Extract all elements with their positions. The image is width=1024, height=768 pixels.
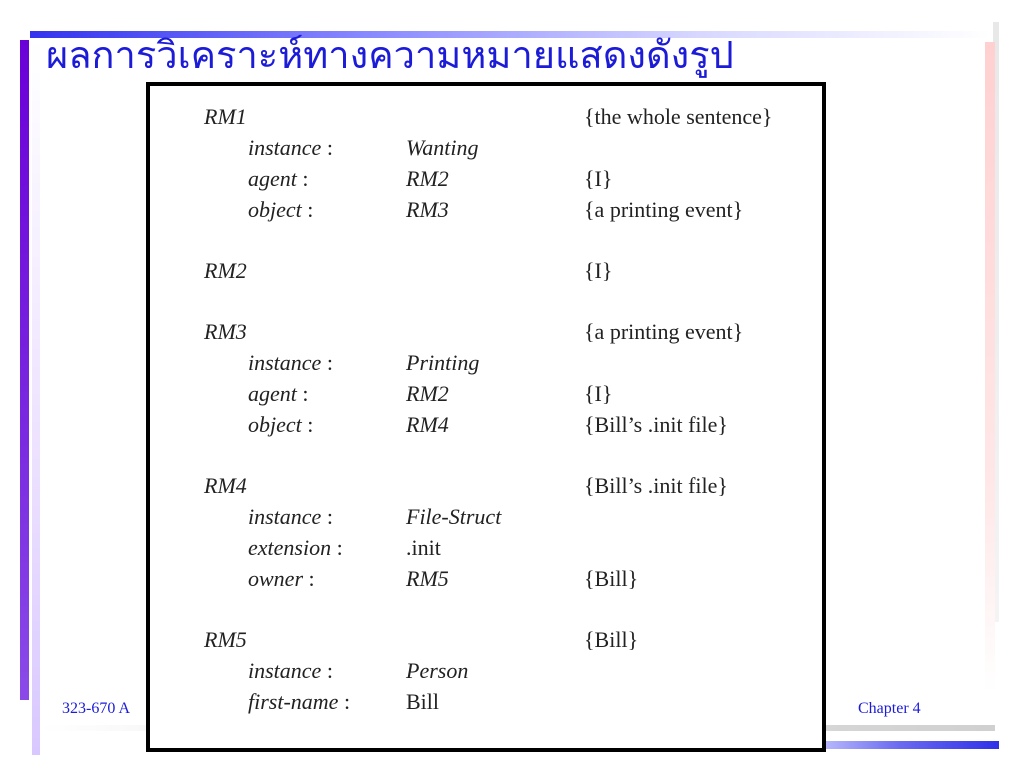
slot-row: object : RM3 {a printing event} [150, 195, 822, 225]
slot-colon: : [303, 566, 315, 591]
slot-row: agent : RM2 {I} [150, 164, 822, 194]
slot-label-text: instance [248, 350, 322, 375]
frame-header-rm2: RM2 {I} [150, 256, 822, 286]
slot-label: extension : [248, 533, 343, 563]
slot-colon: : [331, 535, 343, 560]
slot-row: instance : Wanting [150, 133, 822, 163]
footer-course-code: 323-670 A [62, 700, 130, 717]
slot-label: owner : [248, 564, 315, 594]
slot-label: instance : [248, 656, 333, 686]
slot-note: {Bill} [584, 566, 639, 591]
slot-label-text: object [248, 197, 302, 222]
slot-colon: : [296, 381, 309, 406]
slot-value: File-Struct [406, 504, 502, 529]
slot-value: Person [406, 658, 469, 683]
slot-label-text: first-name [248, 689, 339, 714]
slot-label: instance : [248, 133, 333, 163]
frame-note: {a printing event} [584, 319, 744, 344]
slot-label-text: object [248, 412, 302, 437]
right-shadow-bar [993, 22, 999, 622]
slot-row: instance : File-Struct [150, 502, 822, 532]
slot-colon: : [296, 166, 309, 191]
slot-row: instance : Printing [150, 348, 822, 378]
slot-value: RM5 [406, 566, 449, 591]
slot-note: {I} [584, 381, 613, 406]
slot-note: {a printing event} [584, 197, 744, 222]
slot-label: agent : [248, 379, 309, 409]
slot-colon: : [321, 135, 333, 160]
frame-header-rm5: RM5 {Bill} [150, 625, 822, 655]
slot-value: Printing [406, 350, 480, 375]
frame-name: RM3 [204, 319, 247, 344]
slot-label-text: owner [248, 566, 303, 591]
frame-header-rm1: RM1 {the whole sentence} [150, 102, 822, 132]
bottom-accent-bar [800, 741, 999, 749]
slot-label: first-name : [248, 687, 350, 717]
frame-name: RM4 [204, 473, 247, 498]
slot-colon: : [301, 412, 314, 437]
frame-note: {I} [584, 258, 613, 283]
slot-label: object : [248, 195, 313, 225]
slot-label: agent : [248, 164, 309, 194]
slide-title: ผลการวิเคราะห์ทางความหมายแสดงดังรูป [46, 33, 734, 77]
frame-note: {the whole sentence} [584, 104, 773, 129]
slot-note: {Bill’s .init file} [584, 412, 728, 437]
slot-row: instance : Person [150, 656, 822, 686]
slot-colon: : [321, 504, 333, 529]
slot-value: RM3 [406, 197, 449, 222]
frame-note: {Bill} [584, 627, 639, 652]
slot-note: {I} [584, 166, 613, 191]
slot-label-text: instance [248, 504, 322, 529]
slot-row: extension : .init [150, 533, 822, 563]
slot-label-text: instance [248, 135, 322, 160]
slot-label-text: agent [248, 166, 297, 191]
footer-chapter: Chapter 4 [858, 700, 921, 717]
frame-name: RM5 [204, 627, 247, 652]
slot-value: RM2 [406, 381, 449, 406]
slot-label-text: instance [248, 658, 322, 683]
left-accent-bar [20, 40, 29, 700]
slot-value: Wanting [406, 135, 479, 160]
slot-row: object : RM4 {Bill’s .init file} [150, 410, 822, 440]
slot-row: first-name : Bill [150, 687, 822, 717]
left-accent-bar-light [32, 40, 40, 755]
slot-colon: : [321, 350, 333, 375]
semantic-frames-figure: RM1 {the whole sentence} instance : Wanting… [146, 82, 826, 752]
slot-label: instance : [248, 348, 333, 378]
slot-value: Bill [406, 689, 440, 714]
frame-note: {Bill’s .init file} [584, 473, 728, 498]
slot-colon: : [321, 658, 333, 683]
slot-label-text: extension [248, 535, 332, 560]
title-accent-bar [30, 31, 990, 38]
slot-label: instance : [248, 502, 333, 532]
slot-value: .init [406, 535, 441, 560]
slot-label: object : [248, 410, 313, 440]
frame-header-rm3: RM3 {a printing event} [150, 317, 822, 347]
frame-name: RM2 [204, 258, 247, 283]
slot-label-text: agent [248, 381, 297, 406]
slot-colon: : [301, 197, 314, 222]
frame-header-rm4: RM4 {Bill’s .init file} [150, 471, 822, 501]
slot-row: owner : RM5 {Bill} [150, 564, 822, 594]
slot-value: RM4 [406, 412, 449, 437]
slot-value: RM2 [406, 166, 449, 191]
frame-name: RM1 [204, 104, 247, 129]
slot-colon: : [338, 689, 351, 714]
right-accent-bar [985, 42, 995, 692]
slot-row: agent : RM2 {I} [150, 379, 822, 409]
